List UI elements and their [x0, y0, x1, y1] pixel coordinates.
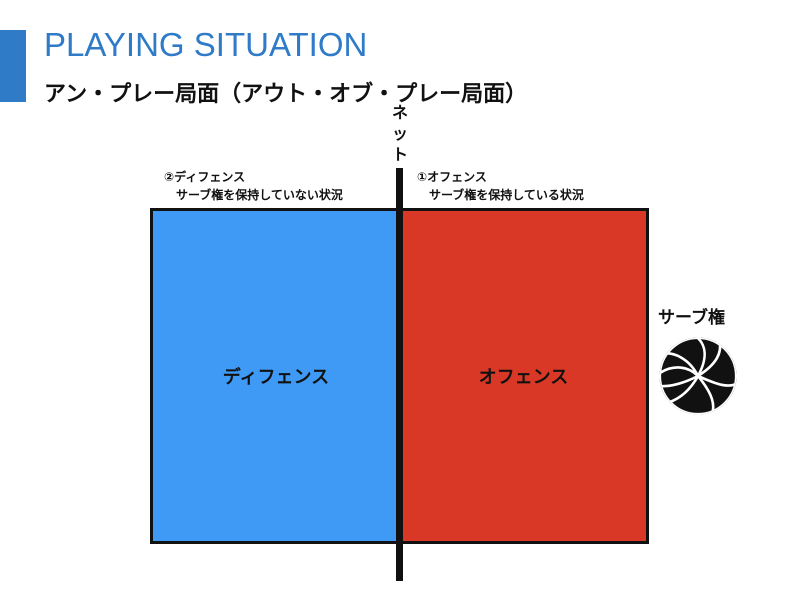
- net-line: [396, 168, 403, 581]
- offense-court: オフェンス: [401, 208, 649, 544]
- page-title: PLAYING SITUATION: [44, 26, 368, 63]
- defense-court-label: ディフェンス: [222, 367, 330, 388]
- defense-label-title: ②ディフェンス: [164, 170, 246, 184]
- volleyball-icon: [659, 337, 737, 415]
- defense-side-label: ②ディフェンス サーブ権を保持していない状況: [164, 168, 343, 204]
- offense-side-label: ①オフェンス サーブ権を保持している状況: [417, 168, 584, 204]
- offense-label-description: サーブ権を保持している状況: [429, 188, 584, 202]
- serve-right-label: サーブ権: [658, 308, 725, 328]
- net-label: ネット: [391, 103, 408, 164]
- page-subtitle: アン・プレー局面（アウト・オブ・プレー局面）: [44, 82, 528, 107]
- offense-label-title: ①オフェンス: [417, 170, 487, 184]
- accent-bar: [0, 30, 26, 102]
- offense-court-label: オフェンス: [478, 367, 569, 388]
- defense-court: ディフェンス: [150, 208, 399, 544]
- defense-label-description: サーブ権を保持していない状況: [176, 188, 343, 202]
